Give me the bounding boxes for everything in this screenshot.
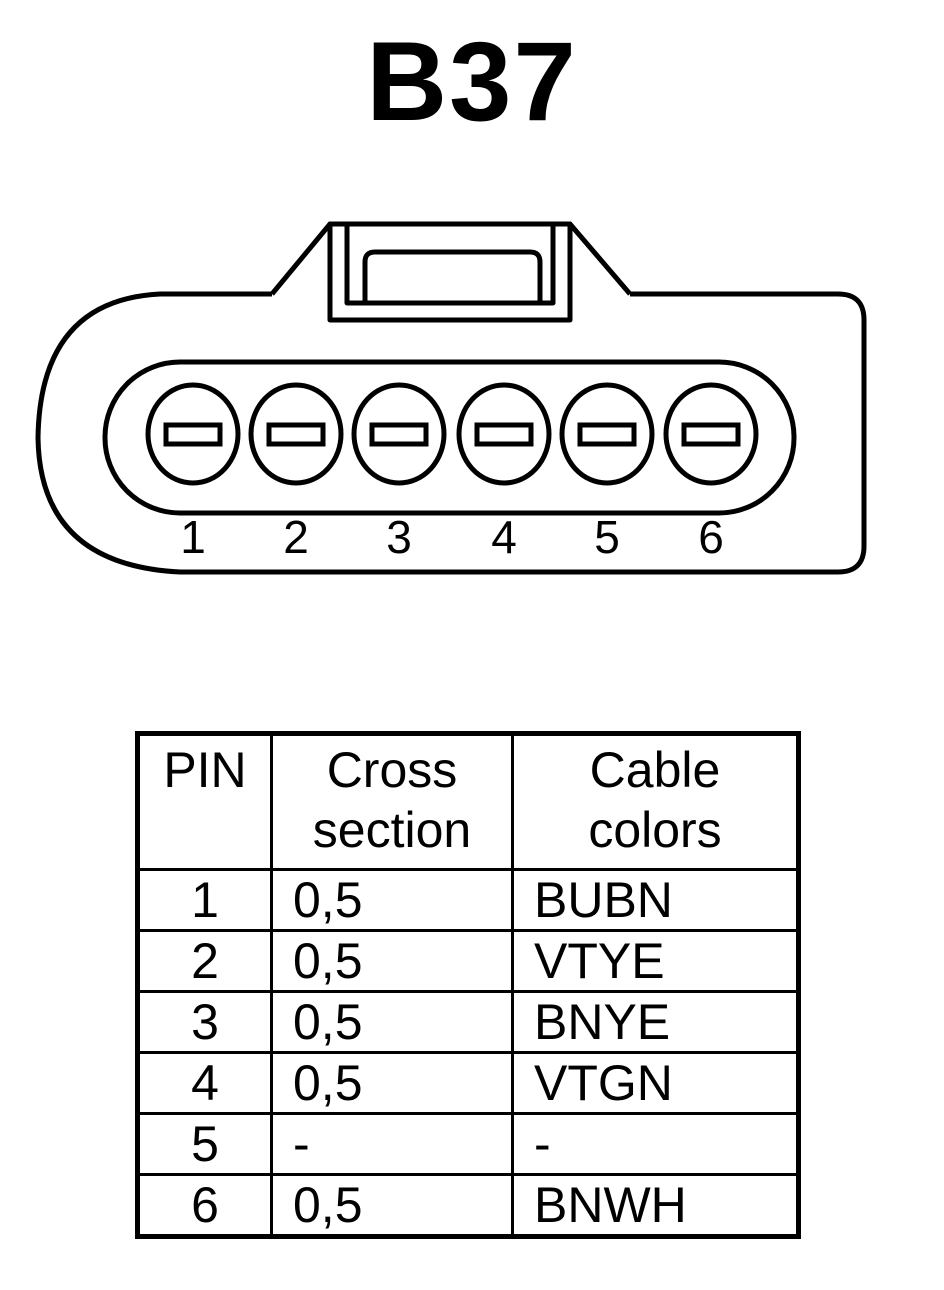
cell-cable-color: VTGN bbox=[511, 1051, 800, 1115]
cell-pin: 5 bbox=[136, 1112, 273, 1176]
pin-3-contact bbox=[369, 422, 429, 447]
cell-cable-color: - bbox=[511, 1112, 800, 1176]
pin-number-label: 3 bbox=[386, 511, 412, 563]
cell-pin: 2 bbox=[136, 929, 273, 993]
pin-number-label: 1 bbox=[180, 511, 206, 563]
cell-cross-section: 0,5 bbox=[270, 929, 514, 993]
cell-cable-color: BUBN bbox=[511, 868, 800, 932]
pin-5-contact bbox=[577, 422, 637, 447]
cell-cable-color: BNYE bbox=[511, 990, 800, 1054]
latch-inner bbox=[344, 224, 556, 306]
cell-pin: 4 bbox=[136, 1051, 273, 1115]
cell-cross-section: 0,5 bbox=[270, 990, 514, 1054]
pin-number-label: 6 bbox=[698, 511, 724, 563]
pin-number-label: 2 bbox=[283, 511, 309, 563]
pin-cavity bbox=[102, 359, 797, 516]
latch-tab bbox=[327, 221, 573, 323]
cell-pin: 3 bbox=[136, 990, 273, 1054]
pin-4-contact bbox=[474, 422, 534, 447]
pin-3-socket bbox=[351, 382, 447, 486]
cell-cross-section: - bbox=[270, 1112, 514, 1176]
latch-ramp bbox=[270, 221, 632, 296]
pin-number-label: 5 bbox=[594, 511, 620, 563]
cell-pin: 6 bbox=[136, 1173, 273, 1238]
pin-1-socket bbox=[145, 382, 241, 486]
pin-6-contact bbox=[681, 422, 741, 447]
connector-housing bbox=[35, 291, 867, 575]
cell-cross-section: 0,5 bbox=[270, 1173, 514, 1238]
cell-cable-color: BNWH bbox=[511, 1173, 800, 1238]
table-row: 5-- bbox=[136, 1112, 800, 1176]
pin-6-socket bbox=[663, 382, 759, 486]
connector-title: B37 bbox=[366, 19, 578, 144]
header-pin: PIN bbox=[136, 732, 273, 871]
cell-pin: 1 bbox=[136, 868, 273, 932]
pin-4-socket bbox=[456, 382, 552, 486]
pin-5-socket bbox=[559, 382, 655, 486]
pin-2-contact bbox=[266, 422, 326, 447]
latch-slot bbox=[362, 249, 543, 303]
connector-diagram: 1 2 3 4 5 6 bbox=[35, 221, 867, 575]
pin-2-socket bbox=[248, 382, 344, 486]
cell-cross-section: 0,5 bbox=[270, 1051, 514, 1115]
cell-cross-section: 0,5 bbox=[270, 868, 514, 932]
pin-number-label: 4 bbox=[491, 511, 517, 563]
cell-cable-color: VTYE bbox=[511, 929, 800, 993]
pin-1-contact bbox=[163, 422, 223, 447]
